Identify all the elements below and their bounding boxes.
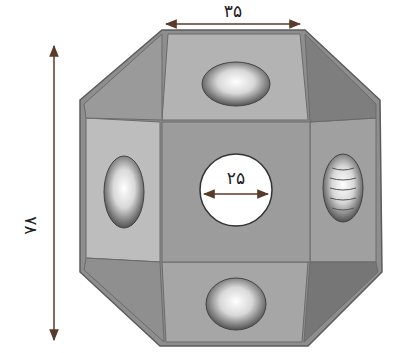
through-hole [200,154,272,226]
dimension-label: ۲۵ [224,169,248,188]
thread-lines [330,168,356,210]
threaded-hole [323,154,363,222]
part-body [80,30,382,346]
corner-facet [84,34,162,120]
corner-facet [305,34,376,122]
bottom-face [162,262,308,342]
dimension-arrow [53,46,55,340]
top-face [162,34,308,120]
dimension-label: ۷۸ [20,213,39,237]
left-face [86,118,160,262]
corner-facet [84,258,164,342]
right-face [310,118,376,262]
corner-facet [304,262,378,342]
hole [104,156,144,228]
dimension-label: ۳۵ [221,2,245,21]
front-face [162,122,310,262]
hole [202,62,270,106]
dimension-arrow [166,23,300,25]
dimension-arrow [204,193,268,195]
hole [206,278,266,330]
